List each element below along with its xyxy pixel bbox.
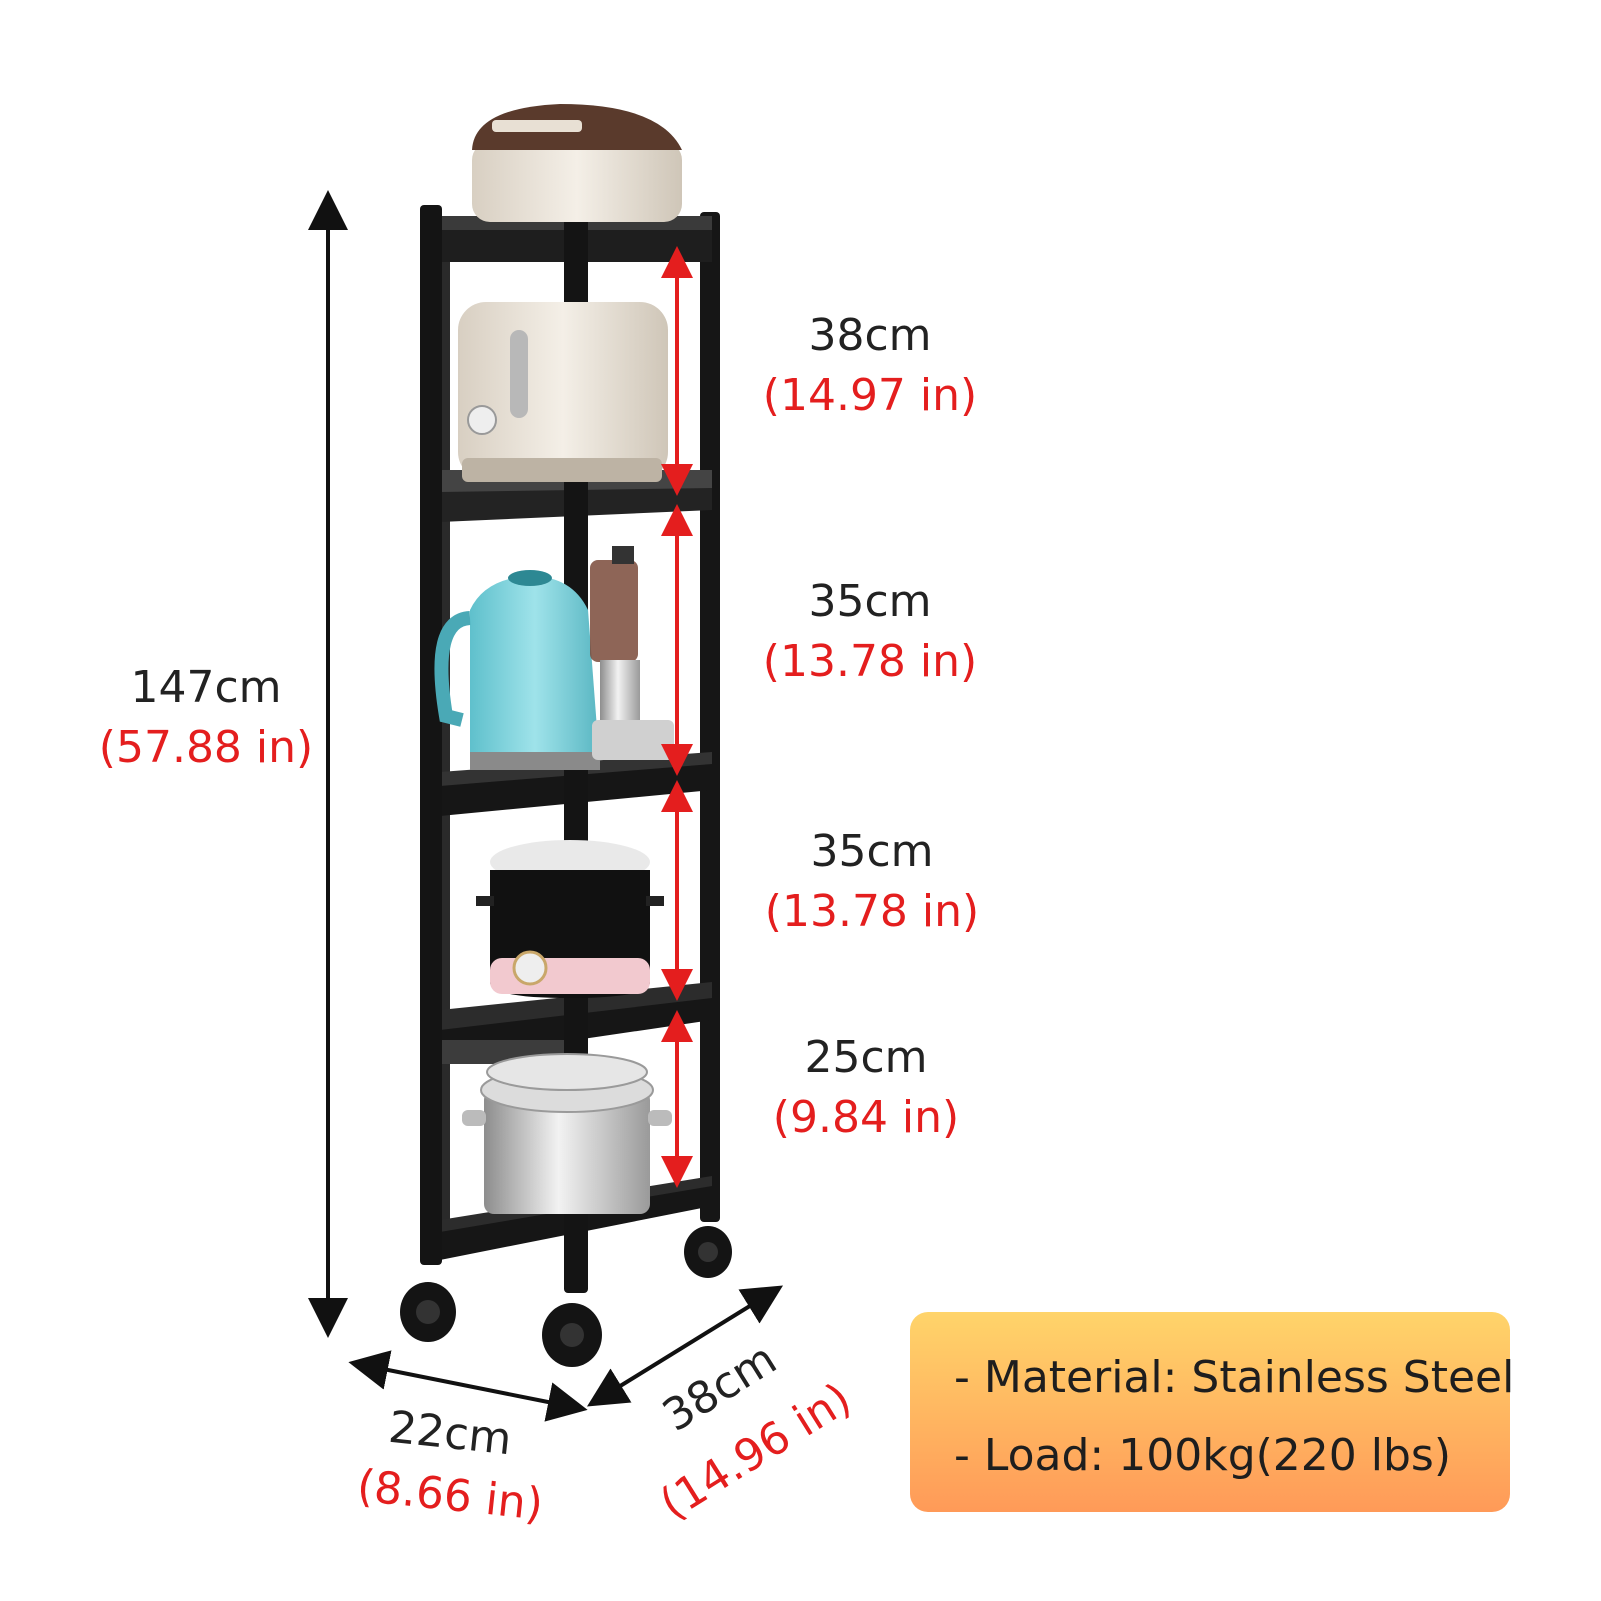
width-arrow	[348, 1350, 588, 1422]
blender-icon	[590, 546, 674, 760]
total-height-in: (57.88 in)	[98, 722, 314, 773]
tier-1-cm: 38cm	[808, 310, 932, 361]
rice-cooker-icon	[472, 104, 682, 222]
tier-3-cm: 35cm	[810, 826, 934, 877]
spec-box: - Material: Stainless Steel - Load: 100k…	[910, 1312, 1514, 1512]
tier-2-in: (13.78 in)	[762, 636, 978, 687]
spec-material: - Material: Stainless Steel	[954, 1352, 1515, 1403]
front-post-left	[420, 205, 442, 1265]
total-height-cm: 147cm	[130, 662, 282, 713]
kettle-icon	[434, 570, 600, 770]
rear-post-right	[700, 212, 720, 1222]
tier-4-in: (9.84 in)	[772, 1092, 960, 1143]
tier-1-in: (14.97 in)	[762, 370, 978, 421]
depth-arrow	[586, 1285, 784, 1407]
stockpot-icon	[462, 1053, 672, 1214]
toaster-icon	[458, 302, 668, 482]
tier-2-cm: 35cm	[808, 576, 932, 627]
tier-3-in: (13.78 in)	[764, 886, 980, 937]
pressure-cooker-icon	[476, 840, 664, 998]
tier-4-cm: 25cm	[804, 1032, 928, 1083]
spec-load: - Load: 100kg(220 lbs)	[954, 1430, 1451, 1481]
